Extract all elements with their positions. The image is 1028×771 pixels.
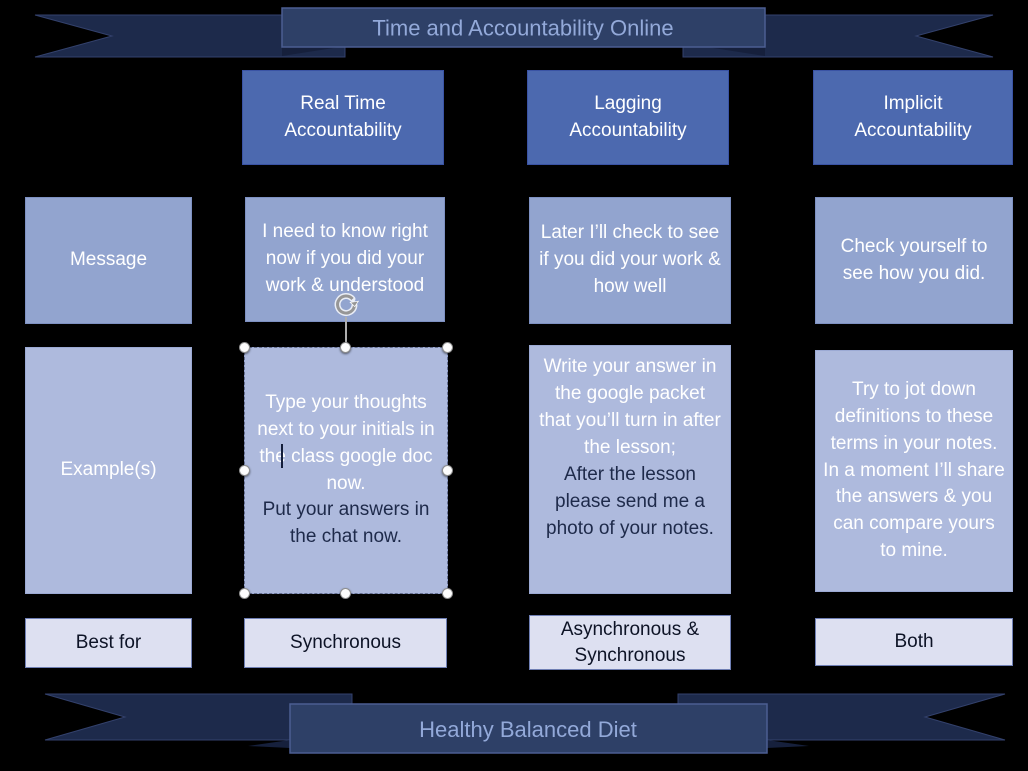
bottom-banner-title: Healthy Balanced Diet <box>419 717 637 742</box>
top-banner-title: Time and Accountability Online <box>372 16 673 41</box>
rotate-handle[interactable] <box>332 291 360 319</box>
row-label-examples[interactable]: Example(s) <box>25 347 192 594</box>
resize-handle-middle-right[interactable] <box>442 465 453 476</box>
example-cell-lagging-primary: Write your answer in the google packet t… <box>539 356 721 458</box>
top-banner-panel <box>281 7 766 48</box>
text-caret <box>281 444 283 468</box>
bottom-banner-ribbon[interactable]: Healthy Balanced Diet <box>0 688 1028 771</box>
message-cell-real-time[interactable]: I need to know right now if you did your… <box>245 197 445 322</box>
resize-handle-bottom-left[interactable] <box>239 588 250 599</box>
best-for-real-time-text: Synchronous <box>290 632 401 654</box>
best-for-cell-real-time[interactable]: Synchronous <box>244 618 447 668</box>
header-real-time[interactable]: Real Time Accountability <box>242 70 444 165</box>
resize-handle-middle-left[interactable] <box>239 465 250 476</box>
rotate-arrow-icon <box>334 293 360 317</box>
top-banner-ribbon[interactable]: Time and Accountability Online <box>0 0 1028 70</box>
resize-handle-bottom-middle[interactable] <box>340 588 351 599</box>
header-implicit-label: Implicit Accountability <box>854 92 972 141</box>
selected-textbox-outline[interactable] <box>239 342 453 599</box>
example-cell-real-time-primary: Type your thoughts next to your initials… <box>257 391 435 494</box>
example-cell-real-time[interactable]: Type your thoughts next to your initials… <box>244 347 448 594</box>
example-cell-implicit[interactable]: Try to jot down definitions to these ter… <box>815 350 1013 592</box>
resize-handle-top-middle[interactable] <box>340 342 351 353</box>
best-for-cell-lagging[interactable]: Asynchronous & Synchronous <box>529 615 731 670</box>
bottom-banner-right-fold <box>767 740 809 748</box>
resize-handle-bottom-right[interactable] <box>442 588 453 599</box>
message-cell-real-time-text: I need to know right now if you did your… <box>262 221 428 296</box>
rotate-handle-stem <box>345 317 347 348</box>
message-cell-lagging-text: Later I’ll check to see if you did your … <box>539 222 721 297</box>
top-banner-left-fold <box>282 47 340 56</box>
header-lagging[interactable]: Lagging Accountability <box>527 70 729 165</box>
message-cell-lagging[interactable]: Later I’ll check to see if you did your … <box>529 197 731 324</box>
example-cell-real-time-secondary: Put your answers in the chat now. <box>262 499 430 548</box>
bottom-banner-left-tail <box>44 693 353 741</box>
resize-handle-top-left[interactable] <box>239 342 250 353</box>
message-cell-implicit-text: Check yourself to see how you did. <box>840 235 988 284</box>
best-for-cell-implicit[interactable]: Both <box>815 618 1013 666</box>
bottom-banner-panel <box>289 703 768 754</box>
row-label-message[interactable]: Message <box>25 197 192 324</box>
row-label-best-for-text: Best for <box>75 632 142 654</box>
header-lagging-label: Lagging Accountability <box>569 92 687 141</box>
message-cell-implicit[interactable]: Check yourself to see how you did. <box>815 197 1013 324</box>
top-banner-right-fold <box>707 47 765 56</box>
example-cell-lagging[interactable]: Write your answer in the google packet t… <box>529 345 731 594</box>
row-label-best-for[interactable]: Best for <box>25 618 192 668</box>
header-real-time-label: Real Time Accountability <box>284 92 402 141</box>
example-cell-implicit-primary: Try to jot down definitions to these ter… <box>823 378 1005 562</box>
row-label-message-text: Message <box>69 249 148 271</box>
resize-handle-top-right[interactable] <box>442 342 453 353</box>
best-for-implicit-text: Both <box>894 631 934 653</box>
bottom-banner-left-fold <box>248 740 290 748</box>
best-for-lagging-text: Asynchronous & Synchronous <box>560 618 700 666</box>
header-implicit[interactable]: Implicit Accountability <box>813 70 1013 165</box>
row-label-examples-text: Example(s) <box>60 459 157 481</box>
example-cell-lagging-secondary: After the lesson please send me a photo … <box>546 463 714 539</box>
